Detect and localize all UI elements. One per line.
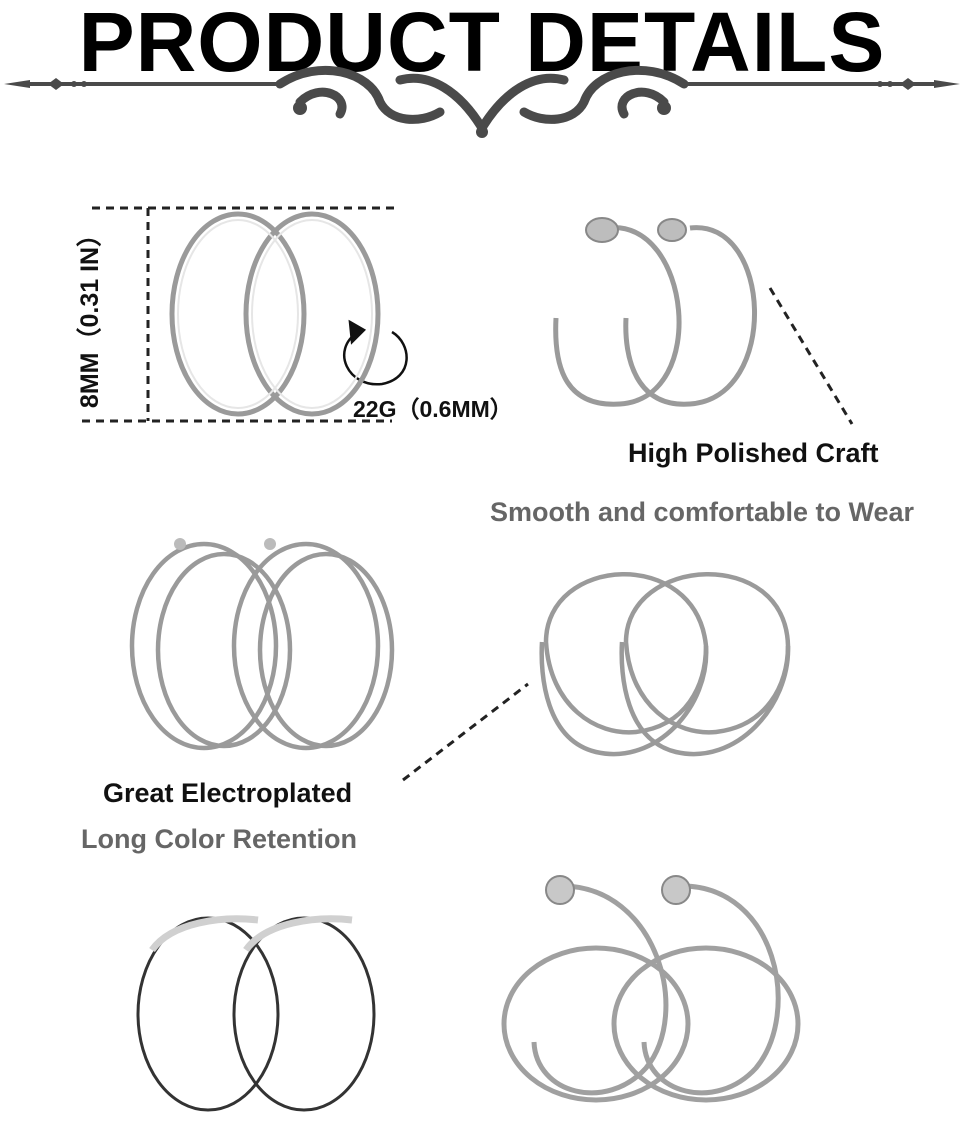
ring-set-ball-end: [501, 875, 801, 1103]
ring-set-thin-hoop: [136, 915, 376, 1112]
height-dimension-label: 8MM（0.31 IN）: [58, 208, 118, 422]
page-title: PRODUCT DETAILS: [78, 0, 886, 89]
feature-title-electroplated: Great Electroplated: [103, 778, 353, 808]
gauge-dimension-label: 22G（0.6MM）: [353, 396, 513, 422]
ring-set-open-hoop: [169, 211, 381, 417]
height-dimension-text: 8MM（0.31 IN）: [76, 221, 105, 409]
feature-subtitle-polished: Smooth and comfortable to Wear: [490, 497, 915, 527]
ring-set-double-spiral: [129, 538, 395, 751]
ring-set-double-hoop: [539, 572, 791, 757]
feature-subtitle-electroplated: Long Color Retention: [81, 824, 357, 854]
ornament-divider: [4, 65, 960, 138]
feature-title-polished: High Polished Craft: [628, 438, 879, 468]
ring-set-flat-end: [553, 217, 757, 407]
